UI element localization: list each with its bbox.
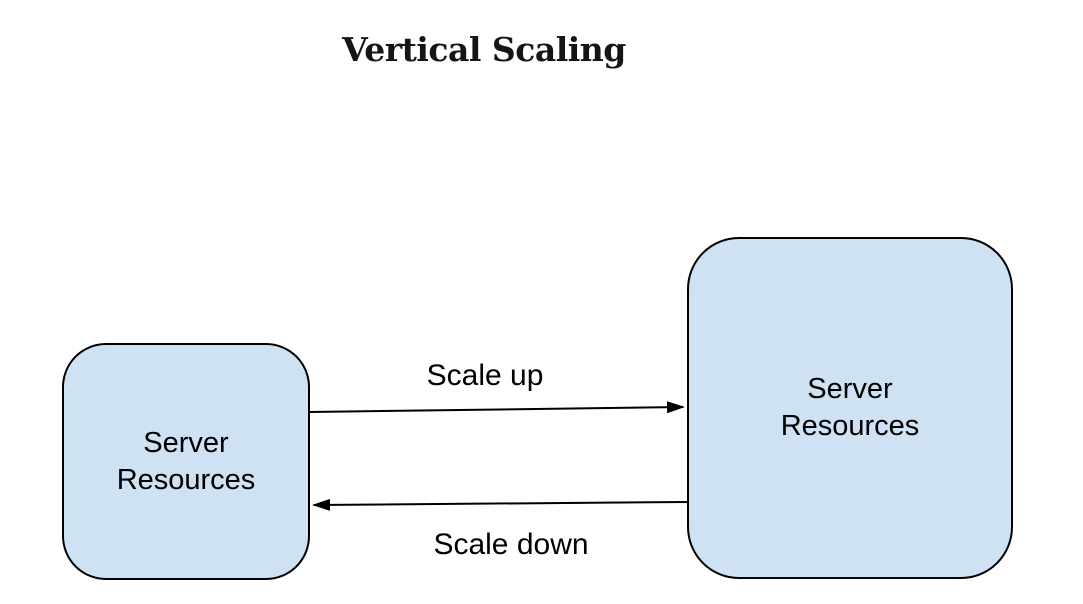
scale-down-arrow: [312, 498, 688, 511]
node-label-line: Resources: [116, 463, 256, 496]
scale-up-arrow: [309, 401, 685, 414]
node-server-resources-small: Server Resources: [62, 343, 310, 580]
node-server-resources-large: Server Resources: [687, 237, 1013, 579]
node-label-line: Resources: [780, 410, 920, 442]
diagram-title: Vertical Scaling: [342, 30, 626, 69]
scale-up-label: Scale up: [426, 359, 544, 392]
scale-down-label: Scale down: [433, 528, 589, 561]
node-label-line: Server: [807, 373, 893, 405]
node-label-line: Server: [143, 426, 229, 459]
